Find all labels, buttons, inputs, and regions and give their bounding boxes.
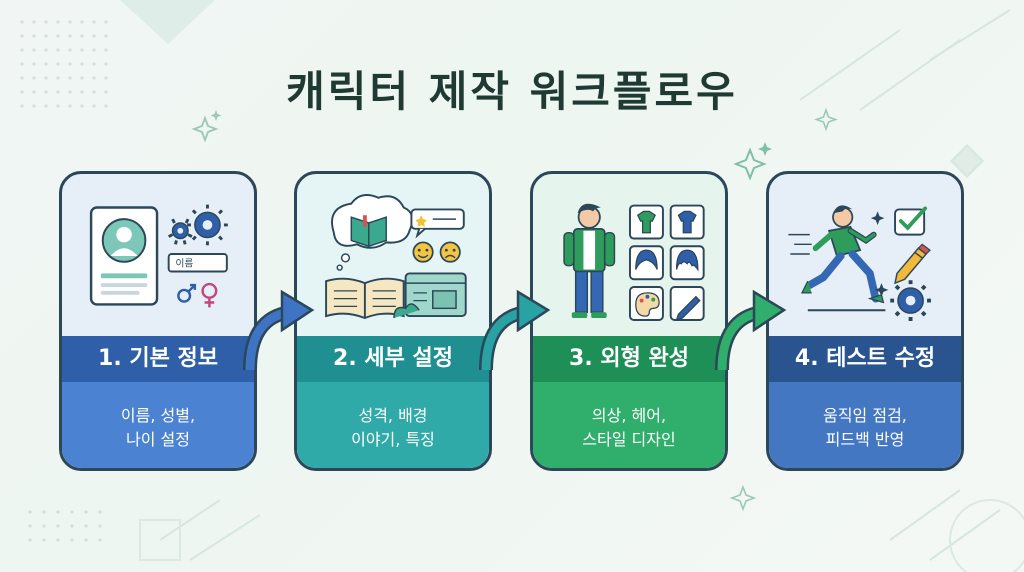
step-heading: 1. 기본 정보 xyxy=(62,336,254,382)
step-description-line: 나이 설정 xyxy=(126,430,190,449)
arrow-right-icon xyxy=(715,289,787,371)
step-card-basic-info: 이름 1. 기본 정보 이름, 성별, 나이 설정 xyxy=(59,171,257,471)
step-heading: 3. 외형 완성 xyxy=(533,336,725,382)
shirt-icon xyxy=(677,210,697,234)
step-description-line: 이름, 성별, xyxy=(120,406,196,425)
hair-style-icon xyxy=(675,249,699,272)
step-description-line: 이야기, 특징 xyxy=(351,430,435,449)
step-description-line: 의상, 헤어, xyxy=(591,406,667,425)
hair-icon xyxy=(635,249,658,270)
step-heading: 2. 세부 설정 xyxy=(297,336,489,382)
step-description-line: 움직임 점검, xyxy=(823,406,907,425)
character-figure-icon xyxy=(563,203,616,319)
step-description-line: 성격, 배경 xyxy=(358,406,428,425)
profile-illustration: 이름 xyxy=(89,204,228,308)
step-description: 의상, 헤어, 스타일 디자인 xyxy=(533,382,725,468)
step-card-testing: 4. 테스트 수정 움직임 점검, 피드백 반영 xyxy=(766,171,964,471)
story-illustration xyxy=(325,194,467,320)
running-illustration xyxy=(788,205,931,321)
step-heading: 4. 테스트 수정 xyxy=(769,336,961,382)
arrow-right-icon xyxy=(479,289,551,371)
step-description: 이름, 성별, 나이 설정 xyxy=(62,382,254,468)
running-character-icon xyxy=(788,205,886,312)
pencil-icon xyxy=(675,295,701,321)
window-icon xyxy=(393,272,467,319)
page-title: 캐릭터 제작 워크플로우 xyxy=(286,67,738,116)
open-book-icon xyxy=(325,277,405,320)
name-tag-label: 이름 xyxy=(175,258,193,270)
arrow-right-icon xyxy=(243,289,315,371)
palette-icon xyxy=(635,292,660,317)
gender-icon xyxy=(177,282,218,308)
tshirt-icon xyxy=(636,210,656,234)
step-description-line: 스타일 디자인 xyxy=(582,430,676,449)
speech-bubble-icon xyxy=(410,208,465,239)
checkmark-icon xyxy=(894,206,928,236)
step-description-line: 피드백 반영 xyxy=(825,430,905,449)
step-card-appearance: 3. 외형 완성 의상, 헤어, 스타일 디자인 xyxy=(530,171,728,471)
step-description: 움직임 점검, 피드백 반영 xyxy=(769,382,961,468)
sparkle-icon xyxy=(870,211,889,297)
emotion-icon xyxy=(412,241,461,263)
name-tag xyxy=(167,253,228,273)
step-description: 성격, 배경 이야기, 특징 xyxy=(297,382,489,468)
pencil-icon xyxy=(894,243,931,285)
outfit-illustration xyxy=(563,203,705,321)
thought-bubble-icon xyxy=(331,194,414,271)
step-card-details: 2. 세부 설정 성격, 배경 이야기, 특징 xyxy=(294,171,492,471)
gear-icon xyxy=(890,280,931,321)
